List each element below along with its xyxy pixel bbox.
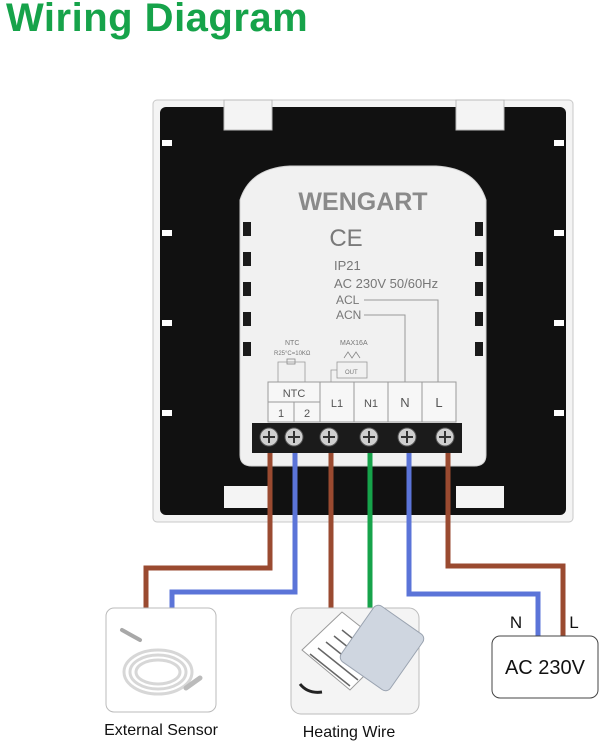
- wire-power-neutral-blue: [406, 453, 541, 636]
- sensor-cable-icon: [122, 648, 194, 696]
- power-neutral-label: N: [510, 613, 522, 632]
- ac-power-label: AC 230V: [505, 657, 586, 679]
- terminal-block: [252, 423, 462, 453]
- terminal-label-l: L: [435, 395, 442, 410]
- wire-sensor-brown: [143, 453, 273, 612]
- acn-leader-line: [364, 314, 406, 382]
- relay-symbol: [343, 351, 361, 359]
- ntc-resistance-label: R25°C=10KΩ: [274, 351, 311, 357]
- terminal-label-n1: N1: [364, 398, 378, 410]
- heating-mat-icon: [298, 604, 425, 694]
- diagram-title: Wiring Diagram: [6, 0, 309, 40]
- vent-slots-left: [162, 140, 172, 416]
- power-spec: AC 230V 50/60Hz: [334, 276, 438, 291]
- terminal-label-n: N: [400, 395, 409, 410]
- terminal-group-ntc: NTC: [283, 388, 306, 400]
- heating-wire-label: Heating Wire: [303, 724, 396, 741]
- module-vents-left: [243, 222, 251, 356]
- terminal-screws: [259, 427, 455, 447]
- screw-terminal-2: [284, 427, 304, 447]
- screw-terminal-l: [435, 427, 455, 447]
- wire-power-live-brown: [445, 453, 566, 636]
- ntc-resistor-symbol: [286, 358, 296, 365]
- max-current-label: MAX16A: [340, 340, 368, 347]
- sensor-plug-icon: [183, 675, 203, 691]
- sensor-probe-icon: [120, 628, 142, 642]
- screw-terminal-n1: [359, 427, 379, 447]
- acl-label: ACL: [336, 293, 360, 307]
- terminal-label-2: 2: [304, 408, 310, 420]
- brand-logo: WENGART: [298, 188, 427, 216]
- out-label: OUT: [345, 370, 358, 376]
- terminal-label-1: 1: [278, 408, 284, 420]
- ip-rating: IP21: [334, 258, 361, 273]
- terminal-label-l1: L1: [331, 398, 343, 410]
- ntc-schematic-lines: [277, 361, 306, 382]
- top-clip-right: [455, 99, 505, 131]
- bottom-clip-left: [224, 486, 272, 508]
- wire-sensor-blue: [169, 453, 298, 612]
- bottom-clip-right: [456, 486, 504, 508]
- ntc-small-label: NTC: [285, 340, 299, 347]
- external-sensor-label: External Sensor: [104, 722, 219, 739]
- top-clip-left: [223, 99, 273, 131]
- acl-leader-line: [364, 299, 439, 382]
- ce-mark: CE: [329, 225, 362, 252]
- power-live-label: L: [569, 613, 578, 632]
- screw-terminal-1: [259, 427, 279, 447]
- module-vents-right: [475, 222, 483, 356]
- vent-slots-right: [554, 140, 564, 416]
- ac-power-box: [491, 635, 599, 699]
- relay-lines: [330, 369, 337, 382]
- acn-label: ACN: [336, 308, 361, 322]
- screw-terminal-l1: [319, 427, 339, 447]
- terminal-label-strip: [267, 381, 457, 423]
- screw-terminal-n: [397, 427, 417, 447]
